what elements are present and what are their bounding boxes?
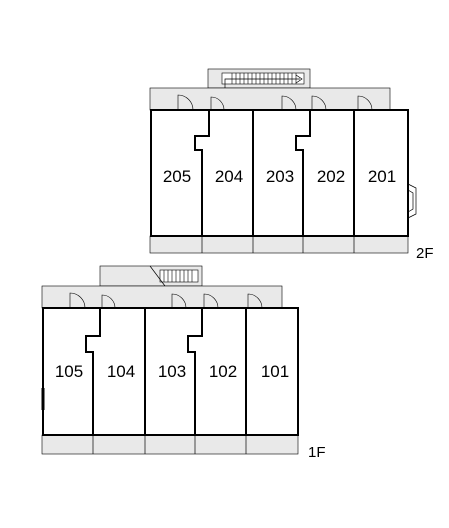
corridor-2f bbox=[149, 87, 391, 111]
unit-label-101: 101 bbox=[261, 362, 289, 381]
balcony-1f bbox=[41, 434, 299, 455]
unit-label-103: 103 bbox=[158, 362, 186, 381]
staircase-2f bbox=[207, 68, 311, 89]
unit-label-204: 204 bbox=[215, 167, 243, 186]
unit-label-202: 202 bbox=[317, 167, 345, 186]
unit-label-205: 205 bbox=[163, 167, 191, 186]
unit-label-102: 102 bbox=[209, 362, 237, 381]
unit-label-203: 203 bbox=[266, 167, 294, 186]
unit-label-105: 105 bbox=[55, 362, 83, 381]
floor-1f: 105 104 103 102 101 1F bbox=[41, 265, 326, 461]
unit-label-201: 201 bbox=[368, 167, 396, 186]
floor-2f: 205 204 203 202 201 2F bbox=[149, 68, 434, 262]
balcony-2f bbox=[149, 235, 409, 254]
floor-label-1f: 1F bbox=[308, 444, 326, 461]
corridor-1f bbox=[41, 285, 283, 309]
staircase-1f bbox=[99, 265, 203, 287]
unit-label-104: 104 bbox=[107, 362, 135, 381]
floor-label-2f: 2F bbox=[416, 245, 434, 262]
